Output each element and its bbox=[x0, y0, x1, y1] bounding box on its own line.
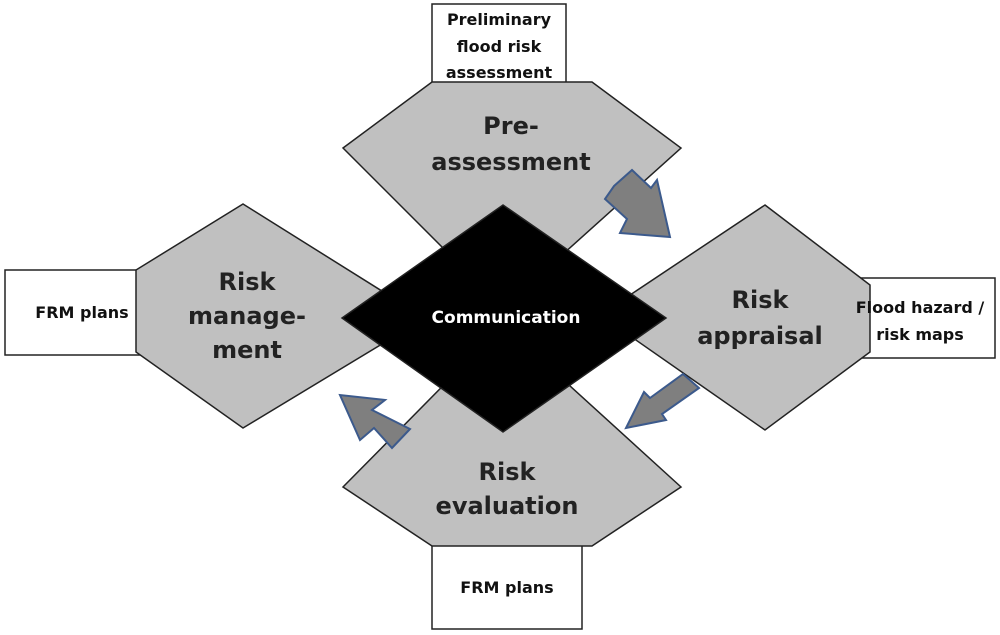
arrow-pre-assessment-to-appraisal bbox=[603, 168, 672, 239]
arrow-evaluation-to-management bbox=[338, 393, 412, 450]
risk-evaluation-label-line2: evaluation bbox=[436, 492, 579, 520]
output-top-line2: flood risk bbox=[457, 37, 542, 56]
arrow-appraisal-to-evaluation bbox=[624, 372, 701, 430]
risk-evaluation-label-line1: Risk bbox=[479, 458, 537, 486]
output-left-line1: FRM plans bbox=[35, 303, 128, 322]
risk-appraisal-label-line2: appraisal bbox=[697, 322, 823, 350]
output-box-top bbox=[431, 3, 567, 91]
output-top-line1: Preliminary bbox=[447, 10, 552, 29]
output-right-line2: risk maps bbox=[876, 325, 964, 344]
output-box-left bbox=[4, 269, 161, 356]
risk-management-label-line1: Risk bbox=[219, 268, 277, 296]
pre-assessment-label-line2: assessment bbox=[431, 148, 590, 176]
phase-shape-risk-evaluation bbox=[341, 323, 683, 547]
communication-label: Communication bbox=[432, 308, 581, 328]
risk-appraisal-label-line1: Risk bbox=[732, 286, 790, 314]
risk-management-label-line2: manage- bbox=[188, 302, 306, 330]
output-right-line1: Flood hazard / bbox=[856, 298, 985, 317]
output-top-line3: assessment bbox=[446, 63, 553, 82]
pre-assessment-label-line1: Pre- bbox=[483, 112, 539, 140]
risk-management-label-line3: ment bbox=[212, 336, 282, 364]
output-bottom-line1: FRM plans bbox=[460, 578, 553, 597]
communication-diamond bbox=[340, 204, 668, 433]
